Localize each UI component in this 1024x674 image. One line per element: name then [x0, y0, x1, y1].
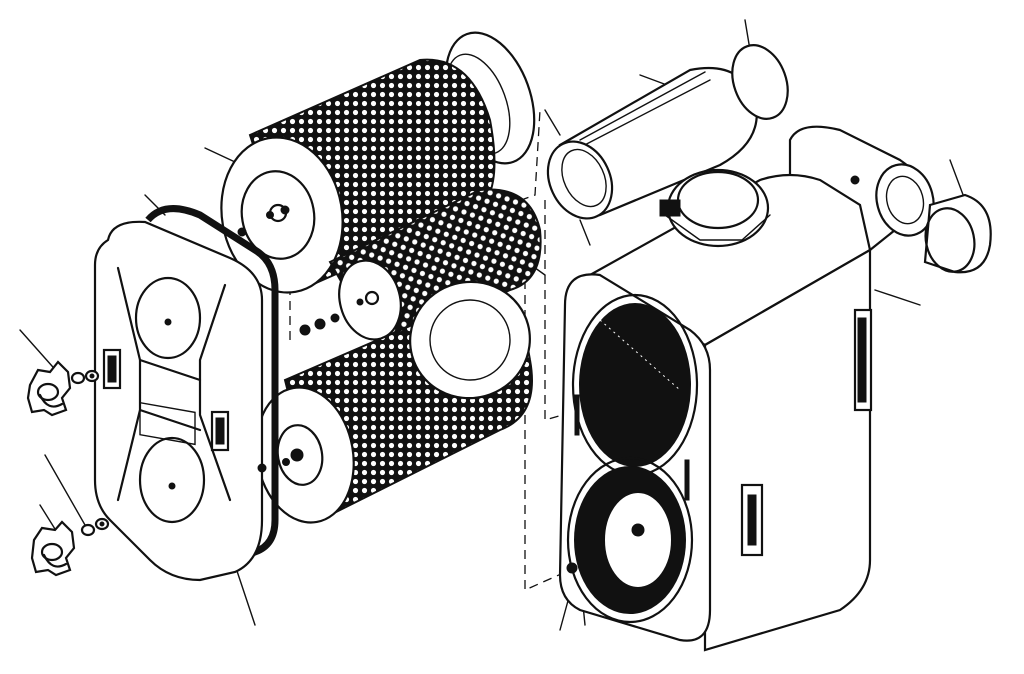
outlet-elbow [788, 125, 935, 252]
washer-upper [70, 369, 100, 385]
cover-gasket [145, 205, 279, 579]
outlet-cap [923, 193, 992, 274]
cover [93, 220, 267, 582]
filter-element-lower [255, 280, 533, 524]
filter-element [220, 58, 496, 294]
filter-element-inner [328, 188, 542, 352]
cover-knob-upper [26, 360, 72, 417]
mounting-bolt-set [299, 313, 340, 336]
washer-lower [80, 517, 110, 537]
cover-knob-lower [30, 520, 76, 577]
inlet-cap [731, 44, 789, 120]
leader-lines [19, 19, 966, 631]
filter-housing [558, 168, 873, 652]
